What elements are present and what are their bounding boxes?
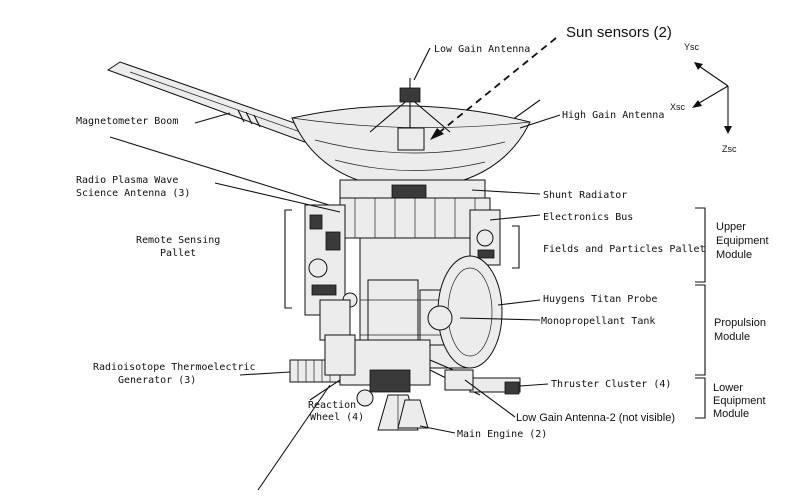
label-propulsion-module-2: Module	[714, 331, 750, 343]
label-remote-sensing-line1: Remote Sensing	[136, 235, 220, 246]
fields-particles-pallet-drawing	[469, 209, 501, 266]
label-main-engine: Main Engine (2)	[457, 429, 547, 440]
label-electronics-bus: Electronics Bus	[543, 212, 633, 223]
rtg-drawing	[289, 334, 356, 383]
remote-sensing-bracket	[284, 209, 292, 309]
remote-sensing-pallet-drawing	[304, 204, 358, 341]
lower-module-bracket	[695, 377, 706, 419]
label-upper-module-3: Module	[716, 249, 752, 261]
lower-antenna-drawing	[257, 384, 331, 491]
propulsion-module-bracket	[695, 284, 706, 376]
label-rpws-line2: Science Antenna (3)	[76, 188, 190, 199]
fields-particles-bracket	[512, 225, 520, 269]
label-propulsion-module-1: Propulsion	[714, 317, 766, 329]
upper-module-bracket	[695, 207, 706, 283]
label-high-gain-antenna: High Gain Antenna	[562, 110, 664, 121]
leader-lines	[194, 37, 561, 434]
spacecraft-axes: Ysc Xsc Zsc	[670, 42, 737, 154]
sun-sensor-arrow	[435, 37, 557, 136]
label-sun-sensors: Sun sensors (2)	[566, 24, 672, 41]
thruster-drawing	[444, 369, 521, 395]
label-lower-module-3: Module	[713, 408, 749, 420]
label-huygens: Huygens Titan Probe	[543, 294, 657, 305]
label-magnetometer-boom: Magnetometer Boom	[76, 116, 178, 127]
label-upper-module-1: Upper	[716, 221, 746, 233]
label-fields-particles: Fields and Particles Pallet	[543, 244, 706, 255]
label-reaction-line2: Wheel (4)	[310, 412, 364, 423]
reaction-wheel-drawing	[356, 389, 374, 407]
rpws-antenna-drawing	[109, 136, 346, 211]
label-low-gain-antenna: Low Gain Antenna	[434, 44, 530, 55]
label-reaction-line1: Reaction	[308, 400, 356, 411]
label-monoprop: Monopropellant Tank	[541, 316, 655, 327]
axis-ysc-label: Ysc	[684, 42, 700, 52]
label-rtg-line1: Radioisotope Thermoelectric	[93, 362, 256, 373]
electronics-bus-drawing	[339, 197, 491, 239]
label-remote-sensing-line2: Pallet	[160, 248, 196, 259]
high-gain-antenna-drawing	[291, 78, 531, 191]
huygens-probe-drawing	[427, 255, 503, 369]
label-rtg-line2: Generator (3)	[118, 375, 196, 386]
label-shunt-radiator: Shunt Radiator	[543, 190, 627, 201]
label-thruster-cluster: Thruster Cluster (4)	[551, 379, 671, 390]
spacecraft-illustration	[106, 61, 541, 491]
axis-xsc-label: Xsc	[670, 102, 686, 112]
label-upper-module-2: Equipment	[716, 235, 769, 247]
label-lga2: Low Gain Antenna-2 (not visible)	[516, 412, 675, 424]
label-lower-module-1: Lower	[713, 382, 743, 394]
main-engine-drawing	[377, 394, 429, 431]
label-rpws-line1: Radio Plasma Wave	[76, 175, 178, 186]
axis-zsc-label: Zsc	[722, 144, 737, 154]
label-lower-module-2: Equipment	[713, 395, 766, 407]
